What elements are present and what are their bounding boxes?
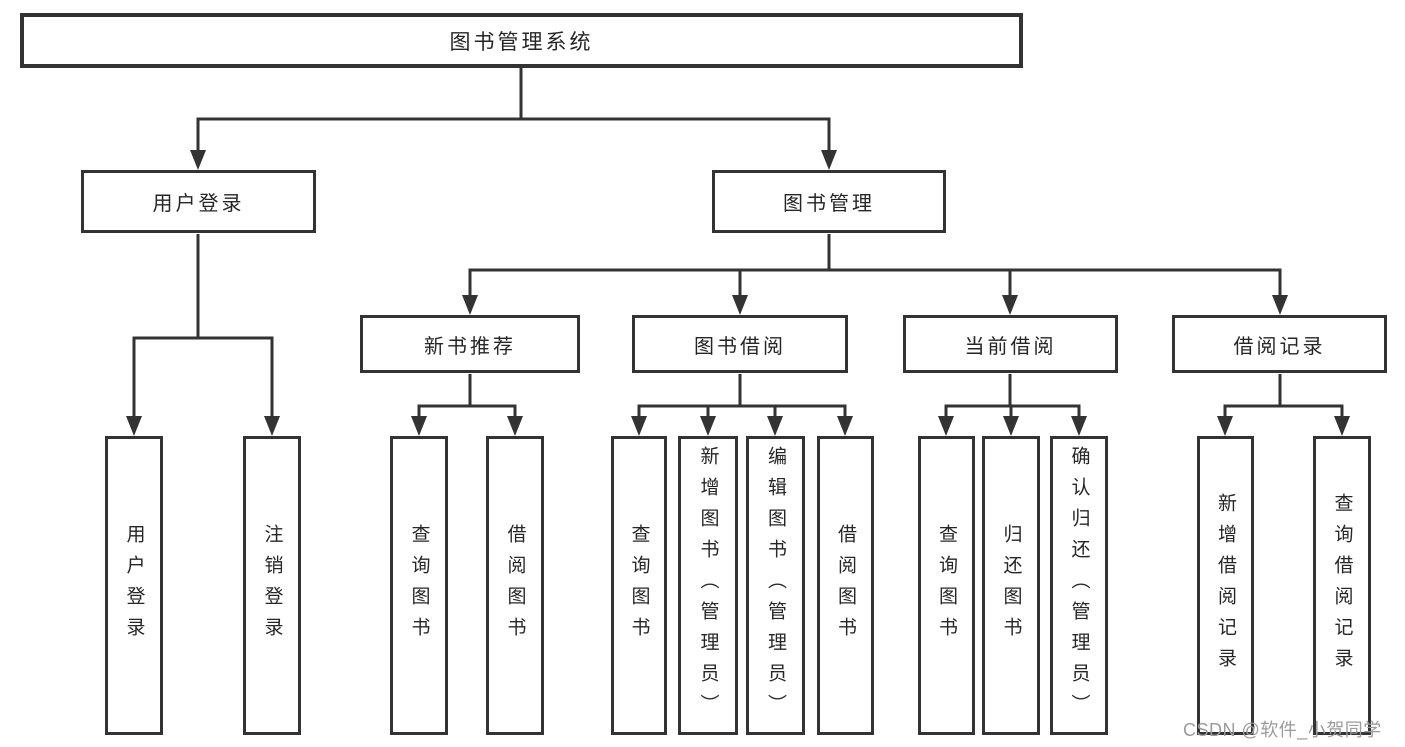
node-borrowing-records: 借阅记录 (1172, 315, 1387, 373)
node-user-login: 用户登录 (81, 170, 316, 233)
node-new-book-recommend: 新书推荐 (360, 315, 580, 373)
leaf-bb-query-book: 查询图书 (611, 436, 667, 735)
leaf-logout-label: 注销登录 (261, 523, 283, 648)
leaf-bb-edit-book-admin: 编辑图书（管理员） (746, 436, 805, 735)
leaf-bb-add-book-admin-label: 新增图书（管理员） (697, 446, 719, 725)
node-user-login-label: 用户登录 (152, 193, 245, 215)
leaf-cb-return-book: 归还图书 (982, 436, 1040, 735)
leaf-bb-borrow-book: 借阅图书 (817, 436, 874, 735)
leaf-bb-add-book-admin: 新增图书（管理员） (678, 436, 738, 735)
leaf-cb-confirm-return-admin-label: 确认归还（管理员） (1068, 446, 1090, 725)
node-root: 图书管理系统 (20, 13, 1023, 68)
leaf-cb-query-book: 查询图书 (918, 436, 975, 735)
node-current-borrowing: 当前借阅 (903, 315, 1118, 373)
leaf-nb-borrow-book: 借阅图书 (486, 436, 544, 735)
leaf-bb-query-book-label: 查询图书 (628, 523, 650, 648)
node-book-borrowing: 图书借阅 (632, 315, 848, 373)
watermark: CSDN @软件_小贺同学 (1183, 720, 1382, 740)
leaf-cb-query-book-label: 查询图书 (936, 523, 957, 648)
node-borrowing-records-label: 借阅记录 (1233, 335, 1326, 358)
node-book-management-label: 图书管理 (783, 193, 875, 215)
leaf-cb-confirm-return-admin: 确认归还（管理员） (1050, 436, 1108, 735)
leaf-user-login-label: 用户登录 (123, 523, 145, 648)
leaf-bb-borrow-book-label: 借阅图书 (835, 523, 856, 648)
leaf-logout: 注销登录 (243, 436, 301, 735)
leaf-user-login: 用户登录 (105, 436, 163, 735)
leaf-nb-borrow-book-label: 借阅图书 (504, 523, 526, 648)
leaf-cb-return-book-label: 归还图书 (1000, 523, 1022, 648)
leaf-br-add-record: 新增借阅记录 (1197, 436, 1254, 735)
leaf-br-query-record-label: 查询借阅记录 (1331, 492, 1353, 679)
leaf-br-add-record-label: 新增借阅记录 (1215, 492, 1236, 679)
arrowheads (126, 150, 1350, 436)
leaf-br-query-record: 查询借阅记录 (1313, 436, 1371, 735)
node-current-borrowing-label: 当前借阅 (964, 335, 1057, 358)
leaf-nb-query-book: 查询图书 (390, 436, 448, 735)
node-root-label: 图书管理系统 (449, 30, 594, 54)
node-book-management: 图书管理 (712, 170, 946, 233)
node-book-borrowing-label: 图书借阅 (694, 335, 786, 358)
leaf-bb-edit-book-admin-label: 编辑图书（管理员） (765, 446, 786, 725)
connector-paths (132, 68, 1344, 422)
leaf-nb-query-book-label: 查询图书 (408, 523, 430, 648)
node-new-book-recommend-label: 新书推荐 (424, 335, 516, 358)
